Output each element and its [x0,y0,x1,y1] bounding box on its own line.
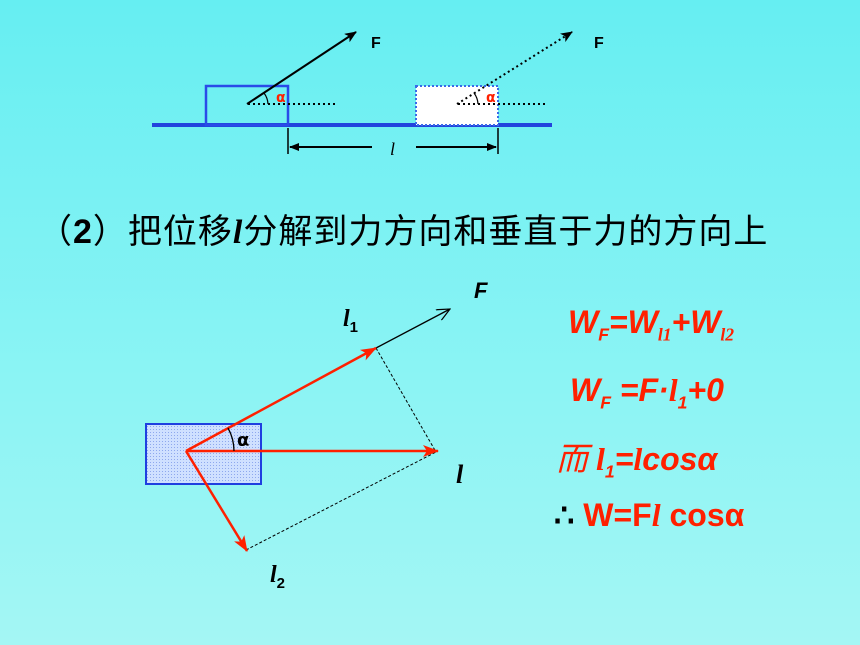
angle-label-left: α [276,90,286,106]
projection-line-2 [245,451,437,551]
angle-arc-left [263,92,269,105]
l1-label: l1 [343,306,358,336]
equation-work-force: WF =F·l1+0 [570,372,724,413]
equation-l1-cos: 而 l1=lcosα [556,441,718,482]
force-label: F [474,278,488,303]
force-label-right: F [594,35,604,52]
force-arrow-left [246,31,357,105]
block [145,423,262,485]
angle-arc [227,427,235,452]
top-diagram: F F α α l [152,31,604,159]
angle-arc-right [473,92,479,105]
angle-label: α [237,430,249,451]
equation-conclusion: ∴ W=Fl cosα [554,497,745,533]
force-label-left: F [371,35,381,52]
force-arrow [375,309,450,349]
angle-label-right: α [486,90,496,106]
l2-arrow [184,450,249,552]
equation-work-sum: WF=Wl1+Wl2 [568,304,735,345]
section-heading: （2）把位移l分解到力方向和垂直于力的方向上 [38,212,769,252]
l1-arrow [185,346,377,453]
l2-label: l2 [270,562,285,592]
block-right [415,85,499,126]
projection-line-1 [375,347,437,453]
displacement-label: l [390,139,395,159]
l-label: l [456,460,464,489]
bottom-diagram: α F l1 l l2 [145,278,488,592]
block-left [204,84,290,127]
